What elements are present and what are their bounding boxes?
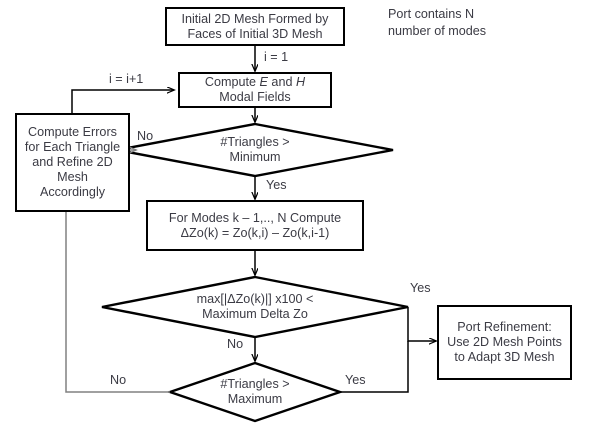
compute-label: Compute xyxy=(204,75,260,90)
decision-max-delta-zo-shape xyxy=(101,275,409,339)
edge-label-i-init: i = 1 xyxy=(264,50,289,64)
edge-label-i-increment: i = i+1 xyxy=(109,72,144,86)
note-port-modes-line2: number of modes xyxy=(388,24,487,38)
symbol-h: H xyxy=(295,75,306,90)
process-port-refinement-line2: Use 2D Mesh Points xyxy=(447,335,562,350)
process-compute-errors-line2: for Each Triangle xyxy=(24,140,121,155)
edge-label-yes-minimum: Yes xyxy=(266,178,287,192)
process-for-modes-line1: For Modes k – 1,.., N Compute xyxy=(168,210,342,225)
process-for-modes[interactable]: For Modes k – 1,.., N Compute ΔZo(k) = Z… xyxy=(146,200,364,251)
note-port-modes-line1: Port contains N xyxy=(388,7,475,21)
process-initial-2d-mesh[interactable]: Initial 2D Mesh Formed by Faces of Initi… xyxy=(165,7,345,46)
symbol-e: E xyxy=(259,75,268,90)
decision-triangles-maximum-shape xyxy=(166,361,344,423)
decision-triangles-minimum-shape xyxy=(116,122,394,178)
process-compute-modal-fields-line1: Compute E and H xyxy=(205,75,305,90)
edge-label-no-minimum: No xyxy=(137,129,154,143)
edge-label-yes-maximum: Yes xyxy=(345,373,366,387)
edge-label-no-maximum: No xyxy=(110,373,127,387)
process-compute-errors-line1: Compute Errors xyxy=(28,125,117,140)
process-port-refinement[interactable]: Port Refinement: Use 2D Mesh Points to A… xyxy=(437,305,572,380)
process-compute-modal-fields-line2: Modal Fields xyxy=(219,90,291,104)
process-compute-errors-line3: and Refine 2D xyxy=(32,155,113,170)
process-compute-modal-fields[interactable]: Compute E and H Modal Fields xyxy=(178,72,332,108)
process-compute-errors-line5: Accordingly xyxy=(39,184,106,199)
edge-compute-errors-to-compute-fields xyxy=(71,90,174,113)
process-initial-2d-mesh-line1: Initial 2D Mesh Formed by xyxy=(181,11,329,26)
note-port-modes: Port contains N number of modes xyxy=(388,6,588,46)
process-compute-errors-line4: Mesh xyxy=(57,169,88,184)
edge-label-yes-max-delta: Yes xyxy=(410,281,431,295)
edge-label-no-max-delta: No xyxy=(227,337,244,351)
edge-max-delta-yes xyxy=(407,307,436,341)
process-for-modes-line2: ΔZo(k) = Zo(k,i) – Zo(k,i-1) xyxy=(180,225,330,240)
edge-triangles-max-no xyxy=(65,212,170,393)
process-port-refinement-line1: Port Refinement: xyxy=(457,320,552,335)
process-compute-errors[interactable]: Compute Errors for Each Triangle and Ref… xyxy=(15,113,130,212)
process-port-refinement-line3: to Adapt 3D Mesh xyxy=(454,349,555,364)
edge-triangles-max-yes xyxy=(340,341,409,393)
process-initial-2d-mesh-line2: Faces of Initial 3D Mesh xyxy=(187,26,323,41)
and-label: and xyxy=(267,75,296,90)
